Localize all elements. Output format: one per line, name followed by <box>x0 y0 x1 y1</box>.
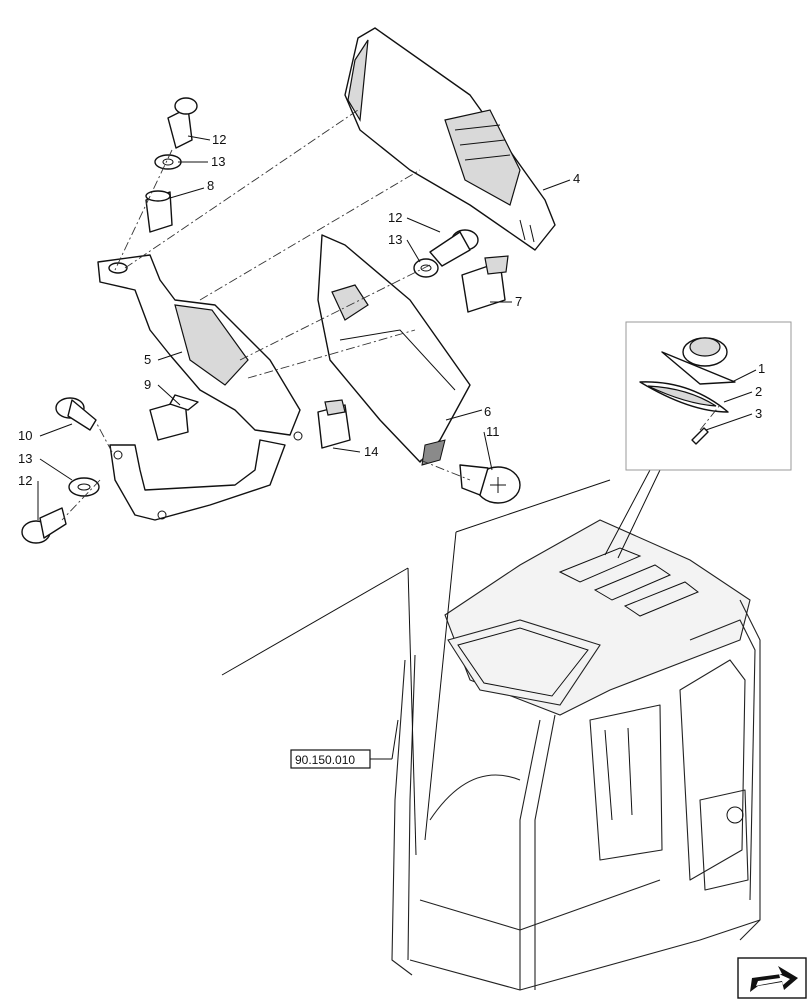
callout-12-top: 12 <box>212 132 226 147</box>
callout-13-left: 13 <box>18 451 32 466</box>
callout-10: 10 <box>18 428 32 443</box>
reference-code[interactable]: 90.150.010 <box>295 753 355 767</box>
callout-12-mid: 12 <box>388 210 402 225</box>
callout-4: 4 <box>573 171 580 186</box>
cab-illustration <box>391 519 761 991</box>
assembly-lines <box>61 109 471 521</box>
callout-14: 14 <box>364 444 378 459</box>
callout-8: 8 <box>207 178 214 193</box>
part-5-bracket <box>97 254 303 521</box>
callout-11: 11 <box>486 424 500 439</box>
callout-5: 5 <box>144 352 151 367</box>
callout-leaders <box>37 135 757 520</box>
callout-6: 6 <box>484 404 491 419</box>
callout-13-top: 13 <box>211 154 225 169</box>
callout-12-left: 12 <box>18 473 32 488</box>
callout-13-mid: 13 <box>388 232 402 247</box>
part-4-housing <box>344 27 556 251</box>
callout-labels: 12 13 8 4 12 13 7 5 9 10 13 12 6 11 14 1… <box>18 132 765 488</box>
callout-9: 9 <box>144 377 151 392</box>
part-6-panel <box>317 234 471 466</box>
arrow-icon[interactable] <box>737 957 807 999</box>
detail-inset <box>625 321 792 471</box>
callout-3: 3 <box>755 406 762 421</box>
small-parts <box>21 97 521 544</box>
callout-1: 1 <box>758 361 765 376</box>
reference-box[interactable]: 90.150.010 <box>290 719 399 769</box>
callout-2: 2 <box>755 384 762 399</box>
reference-lines <box>221 469 661 856</box>
callout-7: 7 <box>515 294 522 309</box>
